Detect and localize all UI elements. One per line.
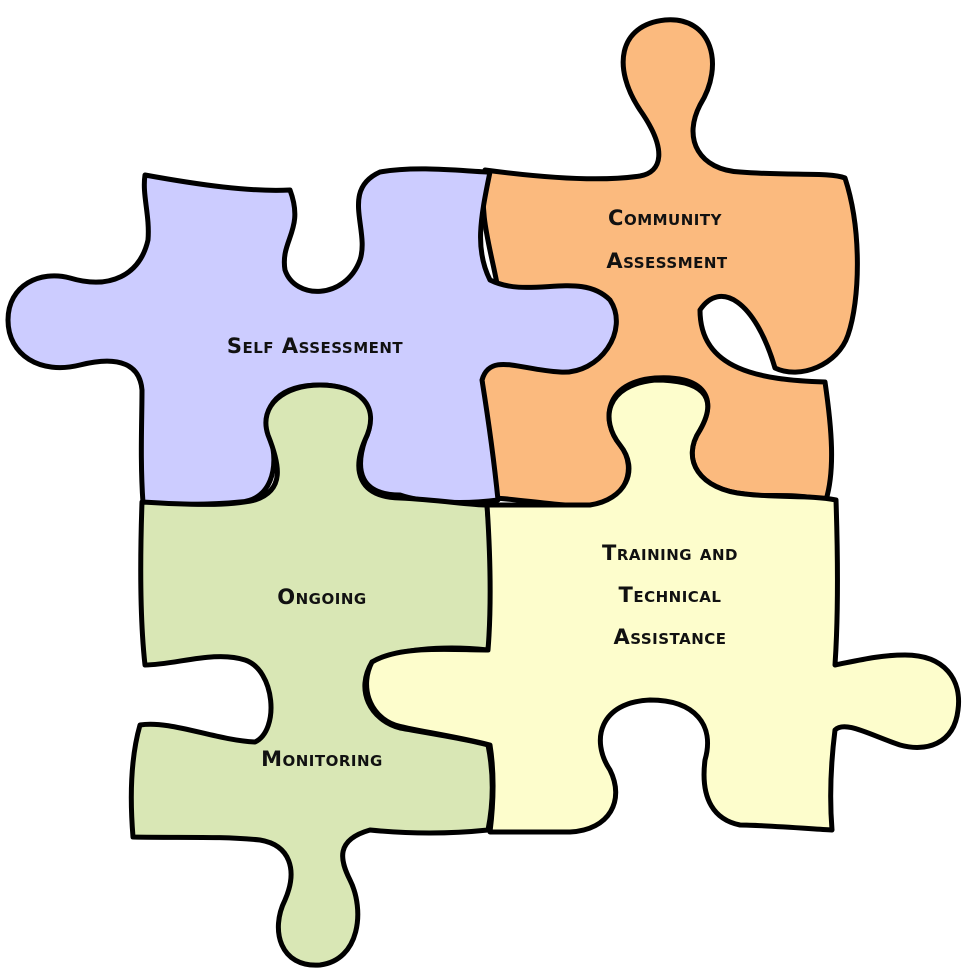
ongoing-monitoring-piece	[128, 382, 495, 968]
training-label-line1: Training and	[602, 541, 738, 565]
ongoing-label: Ongoing	[277, 585, 366, 609]
training-label-line2: Technical	[619, 583, 722, 607]
training-assistance-piece	[364, 377, 962, 835]
monitoring-label: Monitoring	[261, 747, 383, 771]
training-label-line3: Assistance	[613, 625, 726, 649]
community-assessment-label-line1: Community	[608, 206, 723, 230]
community-assessment-label-line2: Assessment	[606, 249, 728, 273]
self-assessment-label: Self Assessment	[227, 334, 404, 358]
